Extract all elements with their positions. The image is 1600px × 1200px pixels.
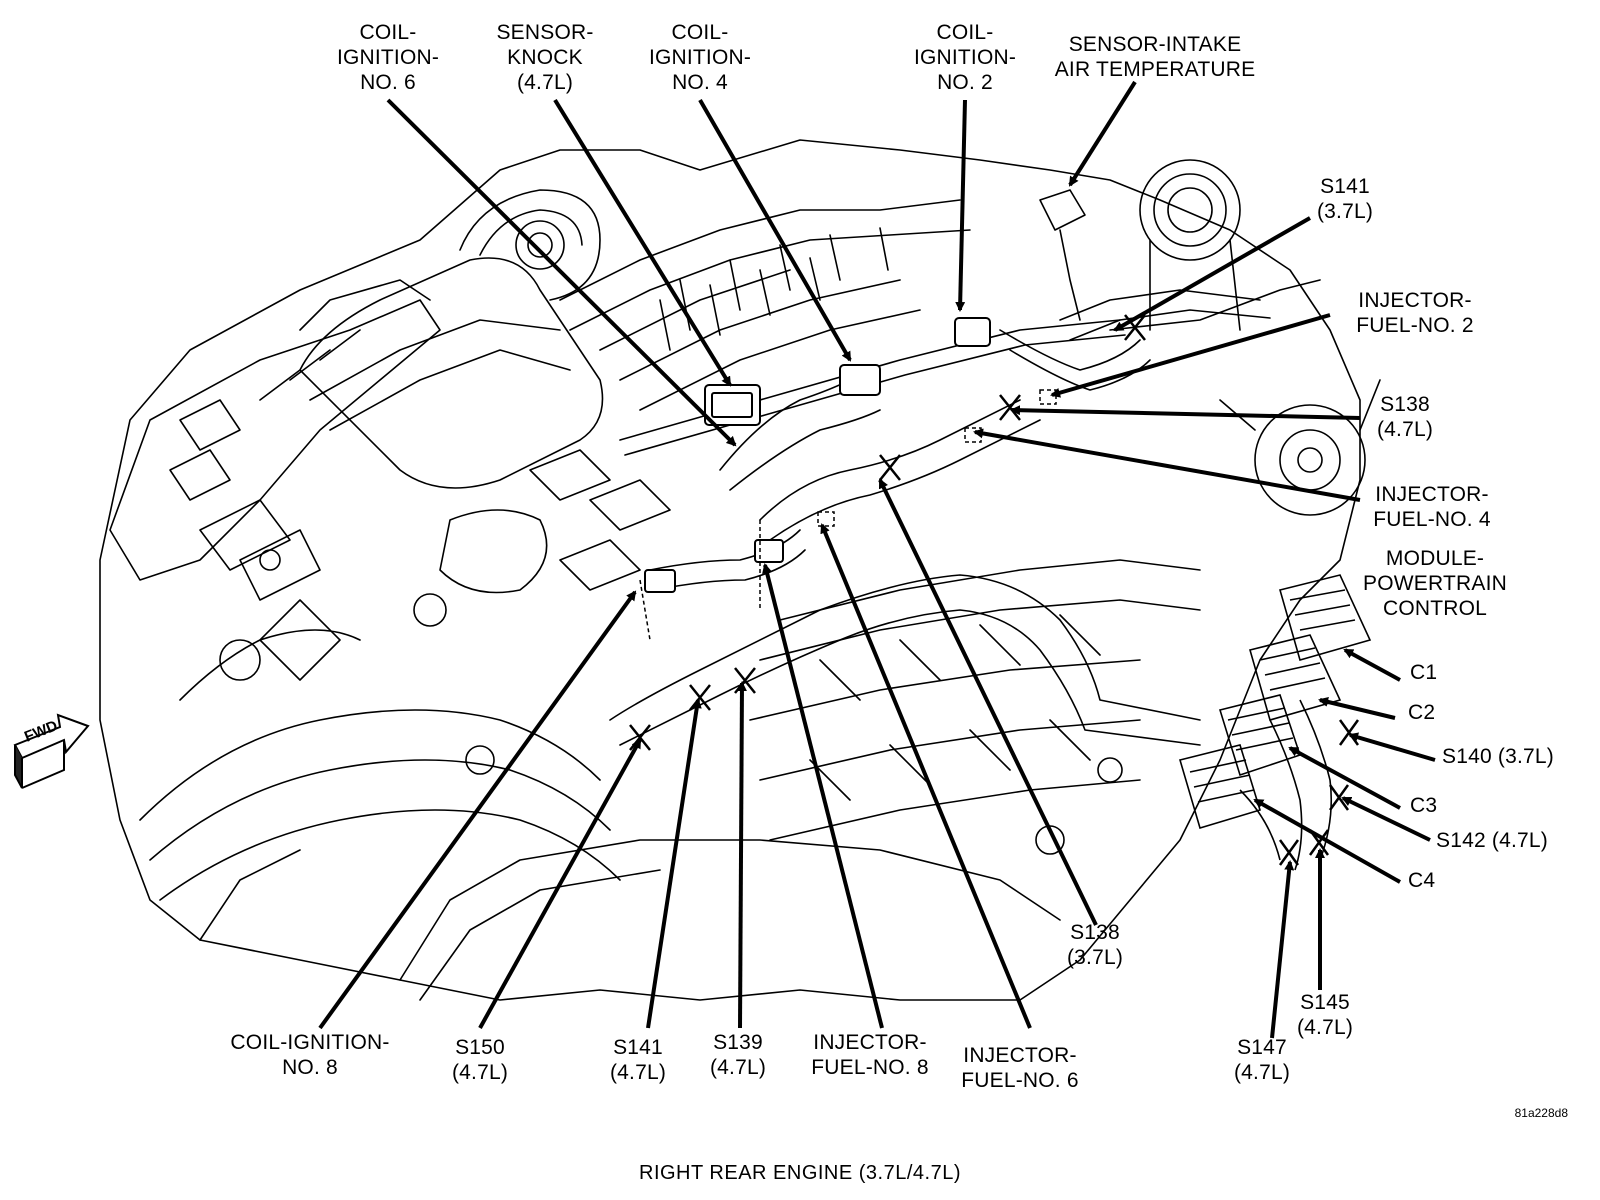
splice-marks (629, 314, 1360, 866)
label-c4: C4 (1408, 869, 1436, 892)
diagram-caption: RIGHT REAR ENGINE (3.7L/4.7L) (639, 1162, 961, 1184)
label-c2: C2 (1408, 701, 1436, 724)
label-s147-4-7l: S147(4.7L) (1233, 1036, 1291, 1084)
label-s141-3-7l: S141(3.7L) (1316, 175, 1374, 223)
label-coil-ignition-no6: COIL-IGNITION-NO. 6 (336, 21, 440, 94)
label-coil-ignition-no2: COIL-IGNITION-NO. 2 (913, 21, 1017, 94)
label-s138-4-7l: S138(4.7L) (1376, 393, 1434, 441)
label-injector-fuel-no2: INJECTOR-FUEL-NO. 2 (1356, 289, 1474, 337)
pcm-module (1178, 574, 1372, 871)
label-coil-ignition-no8: COIL-IGNITION-NO. 8 (230, 1031, 390, 1079)
label-s139-4-7l: S139(4.7L) (709, 1031, 767, 1079)
label-s140-3-7l: S140 (3.7L) (1442, 745, 1554, 768)
label-s150-4-7l: S150(4.7L) (451, 1036, 509, 1084)
fwd-arrow-icon (13, 713, 90, 789)
label-s145-4-7l: S145(4.7L) (1296, 991, 1354, 1039)
label-c3: C3 (1410, 794, 1438, 817)
label-injector-fuel-no8: INJECTOR-FUEL-NO. 8 (811, 1031, 929, 1079)
label-sensor-knock: SENSOR-KNOCK(4.7L) (496, 21, 594, 94)
label-injector-fuel-no6: INJECTOR-FUEL-NO. 6 (961, 1044, 1079, 1092)
label-coil-ignition-no4: COIL-IGNITION-NO. 4 (648, 21, 752, 94)
label-c1: C1 (1410, 661, 1438, 684)
label-s141-4-7l: S141(4.7L) (609, 1036, 667, 1084)
leader-lines (318, 80, 1436, 1039)
label-s142-4-7l: S142 (4.7L) (1436, 829, 1548, 852)
figure-id: 81a228d8 (1514, 1106, 1568, 1120)
label-injector-fuel-no4: INJECTOR-FUEL-NO. 4 (1373, 483, 1491, 531)
component-connectors (644, 317, 991, 593)
label-s138-3-7l: S138(3.7L) (1066, 921, 1124, 969)
